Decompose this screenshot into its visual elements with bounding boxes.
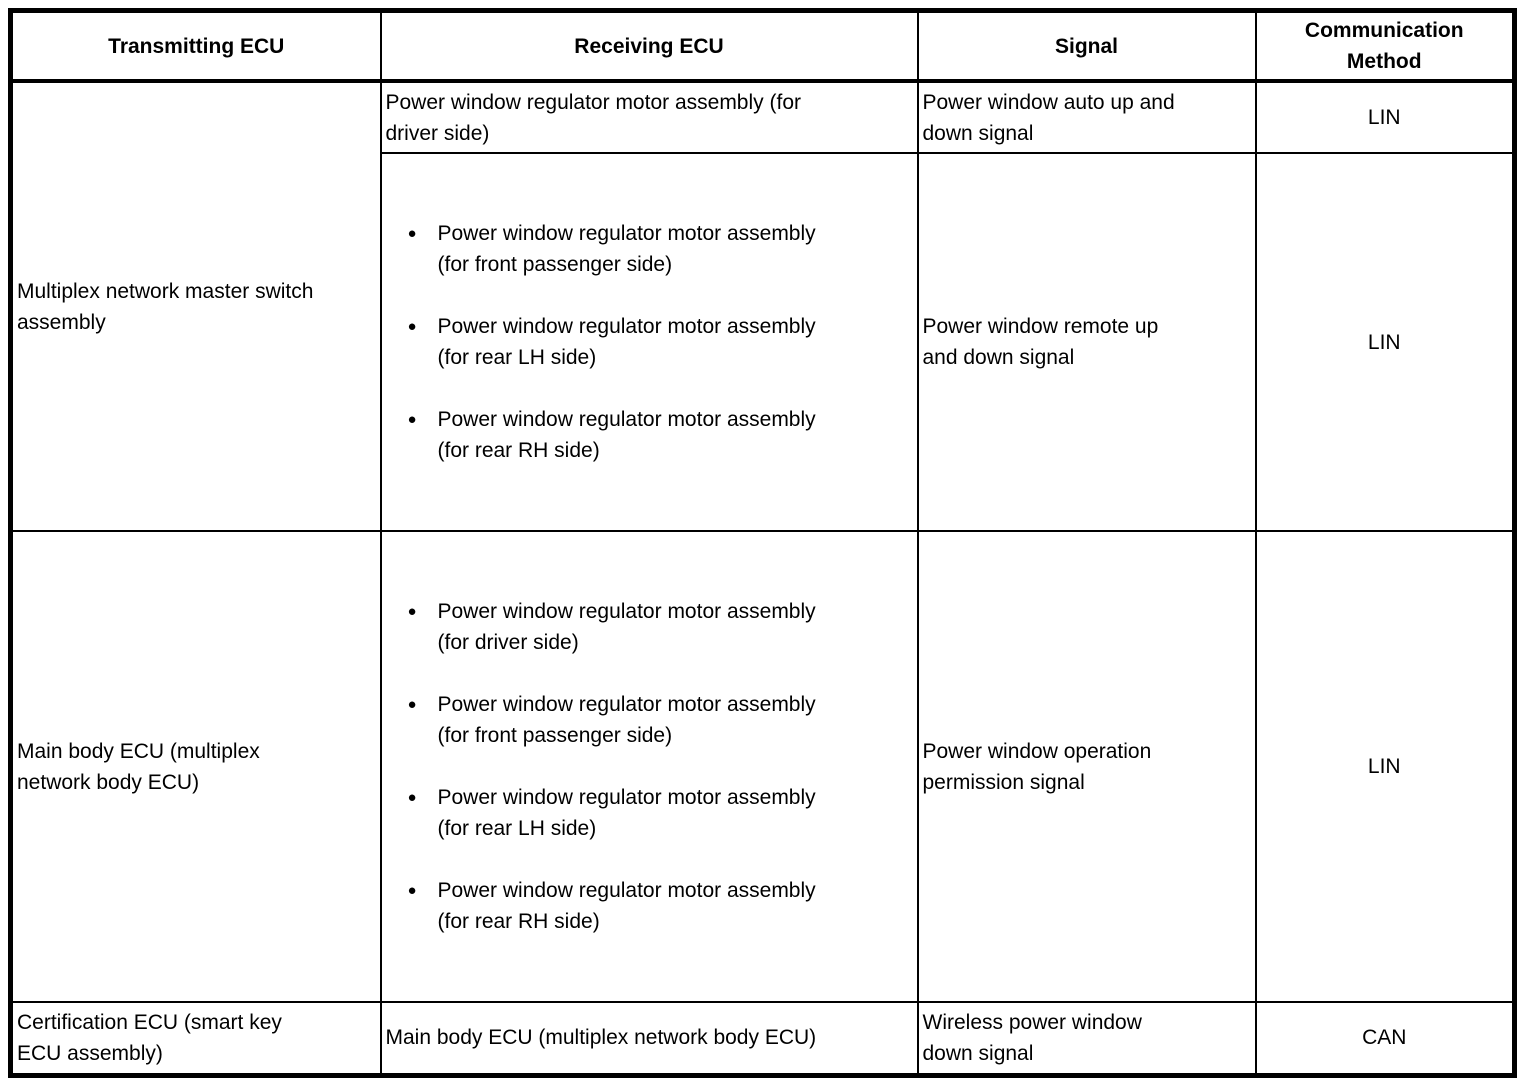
bullet-text: Power window regulator motor assembly (f… — [437, 408, 816, 462]
bullet-item: ● Power window regulator motor assembly … — [386, 596, 913, 658]
communication-table: Transmitting ECU Receiving ECU Signal Co… — [8, 8, 1517, 1078]
bullet-text: Power window regulator motor assembly (f… — [437, 786, 816, 840]
bullet-icon: ● — [407, 225, 417, 242]
cell-transmitting-ecu: Main body ECU (multiplex network body EC… — [9, 530, 382, 1003]
bullet-icon: ● — [407, 318, 417, 335]
cell-receiving-ecu: ● Power window regulator motor assembly … — [379, 530, 919, 1003]
col-header-receiving-ecu: Receiving ECU — [379, 9, 919, 83]
cell-transmitting-ecu: Certification ECU (smart key ECU assembl… — [9, 1001, 382, 1076]
bullet-text: Power window regulator motor assembly (f… — [437, 222, 816, 276]
cell-receiving-ecu: Power window regulator motor assembly (f… — [379, 80, 919, 154]
cell-signal: Power window auto up and down signal — [916, 80, 1257, 154]
cell-signal: Power window operation permission signal — [916, 530, 1257, 1003]
bullet-icon: ● — [407, 696, 417, 713]
bullet-list: ● Power window regulator motor assembly … — [386, 565, 913, 968]
cell-transmitting-ecu: Multiplex network master switch assembly — [9, 80, 382, 532]
bullet-item: ● Power window regulator motor assembly … — [386, 404, 913, 466]
bullet-list: ● Power window regulator motor assembly … — [386, 187, 913, 497]
cell-signal: Wireless power window down signal — [916, 1001, 1257, 1076]
bullet-text: Power window regulator motor assembly (f… — [437, 693, 816, 747]
cell-communication-method: CAN — [1254, 1001, 1516, 1076]
cell-signal: Power window remote up and down signal — [916, 152, 1257, 532]
col-header-communication-method: Communication Method — [1254, 9, 1516, 83]
table-row: Multiplex network master switch assembly… — [9, 80, 1516, 532]
bullet-text: Power window regulator motor assembly (f… — [437, 600, 816, 654]
bullet-item: ● Power window regulator motor assembly … — [386, 875, 913, 937]
col-header-signal: Signal — [916, 9, 1257, 83]
cell-communication-method: LIN — [1254, 80, 1516, 154]
bullet-item: ● Power window regulator motor assembly … — [386, 689, 913, 751]
bullet-icon: ● — [407, 603, 417, 620]
cell-communication-method: LIN — [1254, 152, 1516, 532]
bullet-text: Power window regulator motor assembly (f… — [437, 315, 816, 369]
col-header-transmitting-ecu: Transmitting ECU — [9, 9, 382, 83]
table-row: Main body ECU (multiplex network body EC… — [9, 530, 1516, 1003]
document-page: Transmitting ECU Receiving ECU Signal Co… — [8, 8, 1517, 1078]
bullet-item: ● Power window regulator motor assembly … — [386, 311, 913, 373]
bullet-icon: ● — [407, 789, 417, 806]
cell-receiving-ecu: Main body ECU (multiplex network body EC… — [379, 1001, 919, 1076]
bullet-item: ● Power window regulator motor assembly … — [386, 782, 913, 844]
bullet-text: Power window regulator motor assembly (f… — [437, 879, 816, 933]
bullet-icon: ● — [407, 882, 417, 899]
table-row: ● Power window regulator motor assembly … — [11, 152, 1516, 532]
header-row: Transmitting ECU Receiving ECU Signal Co… — [9, 9, 1516, 83]
table-row: Certification ECU (smart key ECU assembl… — [9, 1001, 1516, 1076]
cell-communication-method: LIN — [1254, 530, 1516, 1003]
bullet-icon: ● — [407, 411, 417, 428]
bullet-item: ● Power window regulator motor assembly … — [386, 218, 913, 280]
cell-receiving-ecu: ● Power window regulator motor assembly … — [379, 152, 919, 532]
